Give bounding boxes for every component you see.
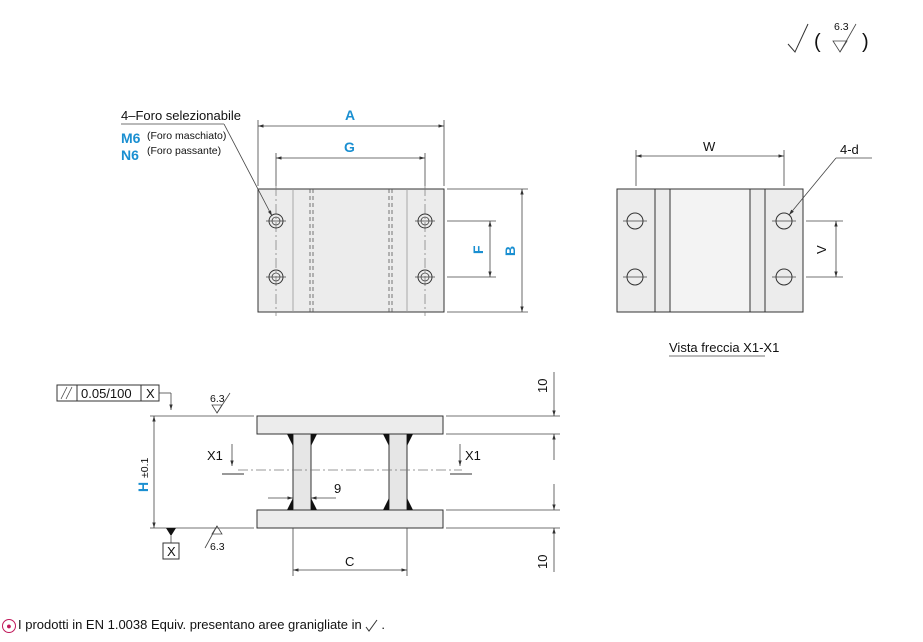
roughness-bottom-value: 6.3 [210, 541, 225, 553]
height-tolerance: ±0.1 [139, 457, 151, 478]
datum-bottom-label: X [167, 544, 176, 559]
roughness-value: 6.3 [834, 21, 849, 33]
hole-icon [623, 212, 647, 230]
thickness-bottom-label: 10 [535, 555, 550, 569]
datum-label: X [146, 386, 155, 401]
hole-icon [266, 213, 286, 229]
top-view: A G F B 4–Foro selezionabile M6 (Foro ma… [121, 107, 528, 316]
roughness-top-value: 6.3 [210, 393, 225, 405]
dim-b-label: B [502, 246, 518, 256]
dim-a-label: A [345, 107, 355, 123]
hole-note: 4–Foro selezionabile [121, 108, 241, 123]
section-right-label: X1 [465, 448, 481, 463]
n6-desc: (Foro passante) [147, 145, 221, 157]
footer-note: ●I prodotti in EN 1.0038 Equiv. presenta… [2, 617, 385, 633]
info-circle-icon: ● [2, 618, 16, 633]
side-view-caption: Vista freccia X1-X1 [669, 340, 779, 355]
n6-code: N6 [121, 147, 139, 163]
hole-icon [415, 269, 435, 285]
dim-w-label: W [703, 139, 716, 154]
hole-icon [415, 213, 435, 229]
dim-g-label: G [344, 139, 355, 155]
holes-label: 4-d [840, 142, 859, 157]
hole-icon [266, 269, 286, 285]
m6-code: M6 [121, 130, 141, 146]
tolerance-frame: 0.05/100 X [56, 384, 173, 410]
footer-text: I prodotti in EN 1.0038 Equiv. presentan… [18, 617, 362, 632]
dim-v-label: V [814, 245, 829, 254]
dim-c-label: C [345, 554, 354, 569]
hole-icon [772, 268, 796, 286]
hole-icon [623, 268, 647, 286]
hole-icon [772, 212, 796, 230]
side-view: W 4-d V Vista freccia X1-X1 [616, 139, 872, 357]
svg-text:): ) [862, 31, 869, 53]
front-view: 0.05/100 X 6.3 6.3 H ±0.1 X X1 X1 9 [56, 372, 560, 576]
height-label: H [135, 482, 151, 492]
m6-desc: (Foro maschiato) [147, 130, 226, 142]
svg-text:(: ( [814, 31, 821, 53]
roughness-symbol: ( 6.3 ) [787, 21, 869, 53]
web-thickness-label: 9 [334, 481, 341, 496]
dim-f-label: F [470, 245, 486, 254]
section-left-label: X1 [207, 448, 223, 463]
thickness-top-label: 10 [535, 379, 550, 393]
roughness-small-icon [365, 619, 378, 632]
tolerance-value: 0.05/100 [81, 386, 132, 401]
